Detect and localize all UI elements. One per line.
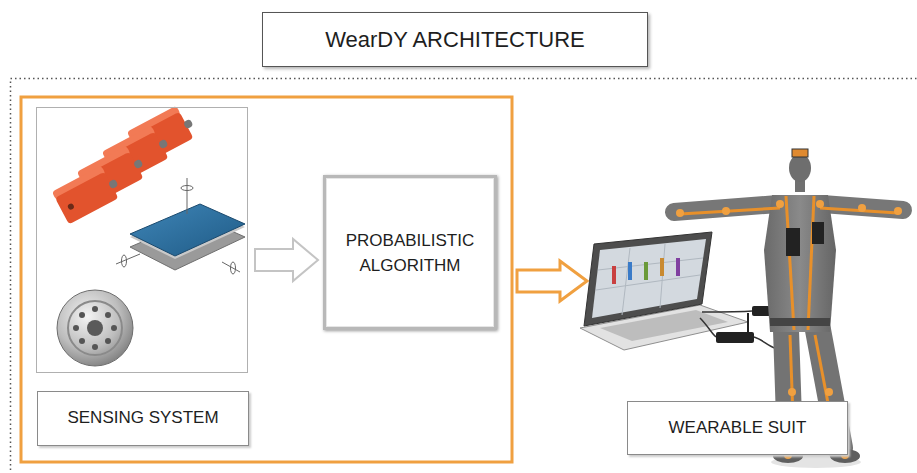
process-box: PROBABILISTIC ALGORITHM (323, 175, 497, 330)
node-label: PROBABILISTIC ALGORITHM (338, 228, 482, 278)
sensing-panel: SENSING SYSTEM (36, 107, 248, 373)
title-box: WearDY ARCHITECTURE (262, 12, 648, 67)
suit-area: WEARABLE SUIT (588, 115, 880, 395)
imu-sensors (52, 103, 199, 225)
load-cell (57, 290, 133, 366)
force-plate (116, 178, 245, 274)
hollow-arrow (255, 239, 318, 281)
label-box: SENSING SYSTEM (37, 391, 249, 446)
label-box: WEARABLE SUIT (627, 401, 848, 455)
dotted-frame (11, 79, 917, 473)
orange-frame (21, 97, 512, 462)
orange-arrow (517, 261, 587, 301)
